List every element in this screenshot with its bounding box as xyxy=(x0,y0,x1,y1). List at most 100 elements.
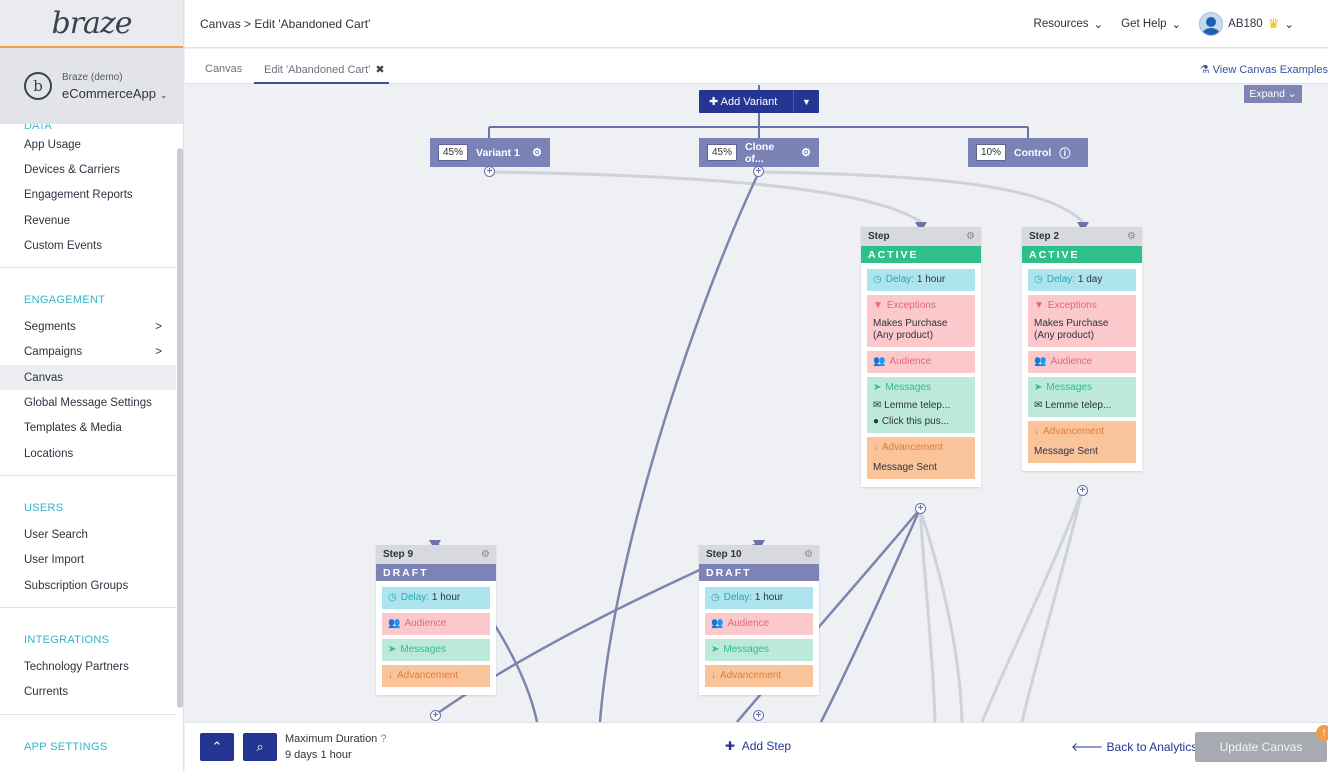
top-header: Canvas > Edit 'Abandoned Cart' Resources… xyxy=(185,0,1328,48)
variant-clone[interactable]: 45% Clone of... ⚙ xyxy=(699,138,819,167)
audience-block[interactable]: 👥Audience xyxy=(705,613,813,635)
nav-subscription-groups[interactable]: Subscription Groups xyxy=(24,579,129,592)
step-card[interactable]: Step 9⚙ DRAFT ◷Delay: 1 hour 👥Audience ➤… xyxy=(376,545,496,695)
users-icon: 👥 xyxy=(873,356,886,367)
step-card[interactable]: Step 10⚙ DRAFT ◷Delay: 1 hour 👥Audience … xyxy=(699,545,819,695)
delay-block[interactable]: ◷Delay: 1 hour xyxy=(382,587,490,609)
arrow-down-icon: ↓ xyxy=(388,670,393,681)
paper-plane-icon: ➤ xyxy=(873,382,882,393)
get-help-menu[interactable]: Get Help⌄ xyxy=(1121,18,1182,31)
app-switcher[interactable]: b Braze (demo) eCommerceApp⌄ xyxy=(0,48,183,124)
step-card[interactable]: Step 2⚙ ACTIVE ◷Delay: 1 day ▼Exceptions… xyxy=(1022,227,1142,471)
add-node-icon[interactable]: + xyxy=(915,503,926,514)
nav-canvas[interactable]: Canvas xyxy=(0,365,176,391)
nav-custom-events[interactable]: Custom Events xyxy=(24,239,102,252)
max-duration: Maximum Duration ? 9 days 1 hour xyxy=(285,733,387,761)
update-canvas-button[interactable]: Update Canvas xyxy=(1195,732,1327,762)
sidebar: braze b Braze (demo) eCommerceApp⌄ DATA … xyxy=(0,0,184,771)
messages-block[interactable]: ➤Messages ✉ Lemme telep... xyxy=(1028,377,1136,417)
add-variant-button[interactable]: ✚ Add Variant ▼ xyxy=(699,90,819,113)
gear-icon[interactable]: ⚙ xyxy=(481,549,490,560)
add-node-icon[interactable]: + xyxy=(1077,485,1088,496)
variant-percentage[interactable]: 10% xyxy=(976,144,1007,161)
connector-line xyxy=(489,170,922,224)
close-icon[interactable]: ✖ xyxy=(375,64,385,76)
notification-badge-icon[interactable]: ! xyxy=(1316,725,1328,741)
gear-icon[interactable]: ⚙ xyxy=(532,147,542,159)
view-canvas-examples-link[interactable]: ⚗ View Canvas Examples xyxy=(1199,64,1328,76)
arrow-down-icon: ↓ xyxy=(1034,426,1039,437)
variant-control[interactable]: 10% Control ⓘ xyxy=(968,138,1088,167)
step-header: Step 2⚙ xyxy=(1022,227,1142,246)
variant-1[interactable]: 45% Variant 1 ⚙ xyxy=(430,138,550,167)
tab-edit-abandoned-cart[interactable]: Edit 'Abandoned Cart'✖ xyxy=(264,64,385,76)
active-tab-indicator xyxy=(254,82,389,84)
clock-icon: ◷ xyxy=(873,274,882,285)
add-node-icon[interactable]: + xyxy=(430,710,441,721)
audience-block[interactable]: 👥Audience xyxy=(867,351,975,373)
audience-block[interactable]: 👥Audience xyxy=(1028,351,1136,373)
help-icon[interactable]: ? xyxy=(380,733,387,745)
advancement-block[interactable]: ↓Advancement xyxy=(705,665,813,687)
sidebar-scrollbar[interactable] xyxy=(177,148,183,708)
user-menu[interactable]: AB180 ♛ ⌄ xyxy=(1199,12,1294,36)
info-icon[interactable]: ⓘ xyxy=(1059,147,1071,160)
delay-block[interactable]: ◷Delay: 1 hour xyxy=(867,269,975,291)
variant-percentage[interactable]: 45% xyxy=(707,144,738,161)
chevron-right-icon: > xyxy=(155,346,162,359)
nav-revenue[interactable]: Revenue xyxy=(24,214,71,227)
variant-percentage[interactable]: 45% xyxy=(438,144,469,161)
users-icon: 👥 xyxy=(711,618,724,629)
delay-block[interactable]: ◷Delay: 1 day xyxy=(1028,269,1136,291)
nav-user-import[interactable]: User Import xyxy=(24,554,85,567)
nav-campaigns[interactable]: Campaigns> xyxy=(24,346,162,359)
connector-line xyxy=(918,508,964,722)
nav-app-usage[interactable]: App Usage xyxy=(24,138,81,151)
step-header: Step 9⚙ xyxy=(376,545,496,564)
connector-line xyxy=(1020,490,1084,722)
gear-icon[interactable]: ⚙ xyxy=(966,231,975,242)
chevron-double-down-icon: ⌄ xyxy=(1287,88,1297,100)
users-icon: 👥 xyxy=(1034,356,1047,367)
nav-engagement-reports[interactable]: Engagement Reports xyxy=(24,189,133,202)
resources-menu[interactable]: Resources⌄ xyxy=(1033,18,1104,31)
nav-locations[interactable]: Locations xyxy=(24,447,74,460)
nav-technology-partners[interactable]: Technology Partners xyxy=(24,660,129,673)
messages-block[interactable]: ➤Messages ✉ Lemme telep... ● Click this … xyxy=(867,377,975,433)
caret-down-icon[interactable]: ▼ xyxy=(793,90,819,113)
expand-button[interactable]: Expand ⌄ xyxy=(1244,85,1302,103)
tab-canvas[interactable]: Canvas xyxy=(205,63,243,75)
messages-block[interactable]: ➤Messages xyxy=(382,639,490,661)
add-node-icon[interactable]: + xyxy=(753,710,764,721)
nav-devices-carriers[interactable]: Devices & Carriers xyxy=(24,163,120,176)
add-step-button[interactable]: ✚ Add Step xyxy=(725,739,792,753)
divider xyxy=(0,475,176,477)
back-to-analytics-link[interactable]: 🡐 Back to Analytics xyxy=(1071,740,1198,754)
delay-block[interactable]: ◷Delay: 1 hour xyxy=(705,587,813,609)
nav-global-message-settings[interactable]: Global Message Settings xyxy=(24,397,152,410)
scroll-up-button[interactable]: ⌃ xyxy=(200,733,234,761)
gear-icon[interactable]: ⚙ xyxy=(804,549,813,560)
gear-icon[interactable]: ⚙ xyxy=(1127,231,1136,242)
add-node-icon[interactable]: + xyxy=(484,166,495,177)
nav-templates-media[interactable]: Templates & Media xyxy=(24,422,122,435)
divider xyxy=(0,267,176,269)
step-header: Step⚙ xyxy=(861,227,981,246)
nav-currents[interactable]: Currents xyxy=(24,686,69,699)
gear-icon[interactable]: ⚙ xyxy=(801,147,811,159)
audience-block[interactable]: 👥Audience xyxy=(382,613,490,635)
advancement-block[interactable]: ↓Advancement xyxy=(382,665,490,687)
braze-logo[interactable]: braze xyxy=(0,0,183,48)
add-node-icon[interactable]: + xyxy=(753,166,764,177)
nav-user-search[interactable]: User Search xyxy=(24,528,88,541)
messages-block[interactable]: ➤Messages xyxy=(705,639,813,661)
chevron-right-icon: > xyxy=(155,321,162,334)
canvas-editor[interactable]: Expand ⌄ ✚ Add Variant ▼ 45% Variant 1 ⚙… xyxy=(185,85,1328,722)
nav-segments[interactable]: Segments> xyxy=(24,321,162,334)
zoom-button[interactable]: ⌕ xyxy=(243,733,277,761)
